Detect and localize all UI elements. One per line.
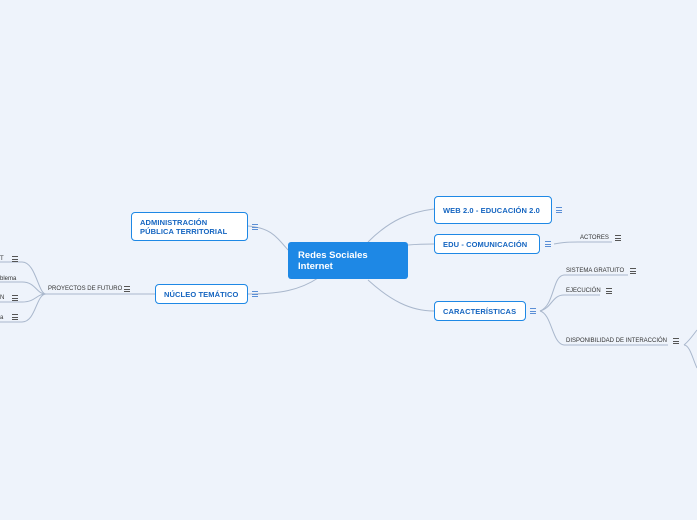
leaf-sistema[interactable]: SISTEMA GRATUITO: [566, 268, 625, 274]
menu-icon[interactable]: [252, 224, 258, 230]
menu-icon[interactable]: [12, 295, 18, 301]
leaf-disponibilidad[interactable]: DISPONIBILIDAD DE INTERACCIÓN: [566, 338, 668, 344]
connector-root-educom: [407, 243, 435, 246]
connector-disponibilidad-out: [683, 344, 697, 369]
menu-icon[interactable]: [252, 291, 258, 297]
menu-icon[interactable]: [615, 235, 621, 241]
connector-root-web20: [367, 208, 435, 243]
menu-icon[interactable]: [12, 314, 18, 320]
connector-root-nucleo: [247, 277, 319, 295]
branch-nucleo-label: NÚCLEO TEMÁTICO: [164, 289, 239, 299]
leaf-ejecucion[interactable]: EJECUCIÓN: [566, 288, 601, 294]
connector-disponibilidad-out-up: [683, 329, 697, 346]
branch-educom-label: EDU - COMUNICACIÓN: [443, 239, 528, 249]
connector-car-ejecucion: [539, 294, 600, 312]
menu-icon[interactable]: [606, 288, 612, 294]
root-label: Redes Sociales Internet: [298, 249, 368, 272]
branch-admin-label: ADMINISTRACIÓN PÚBLICA TERRITORIAL: [140, 217, 228, 236]
menu-icon[interactable]: [545, 241, 551, 247]
branch-caracteristicas-label: CARACTERÍSTICAS: [443, 306, 517, 316]
leaf-cut-a[interactable]: a: [0, 315, 4, 321]
menu-icon[interactable]: [12, 256, 18, 262]
branch-educom[interactable]: EDU - COMUNICACIÓN: [434, 234, 540, 254]
leaf-cut-blema[interactable]: blema: [0, 276, 17, 282]
menu-icon[interactable]: [673, 338, 679, 344]
leaf-proyectos[interactable]: PROYECTOS DE FUTURO: [48, 286, 123, 292]
root-node[interactable]: Redes Sociales Internet: [288, 242, 408, 279]
connector-educom-actores: [553, 241, 612, 245]
leaf-cut-n[interactable]: N: [0, 295, 5, 301]
connector-root-caracteristicas: [367, 279, 435, 312]
branch-web20[interactable]: WEB 2.0 - EDUCACIÓN 2.0: [434, 196, 552, 224]
menu-icon[interactable]: [530, 308, 536, 314]
branch-web20-label: WEB 2.0 - EDUCACIÓN 2.0: [443, 205, 540, 215]
connector-car-sistema: [539, 274, 628, 312]
connector-proyectos-leaves: [0, 261, 47, 323]
menu-icon[interactable]: [556, 207, 562, 213]
leaf-cut-t[interactable]: T: [0, 256, 4, 262]
branch-caracteristicas[interactable]: CARACTERÍSTICAS: [434, 301, 526, 321]
branch-nucleo[interactable]: NÚCLEO TEMÁTICO: [155, 284, 248, 304]
menu-icon[interactable]: [630, 268, 636, 274]
menu-icon[interactable]: [124, 286, 130, 292]
connector-car-disponibilidad: [539, 310, 668, 346]
branch-admin[interactable]: ADMINISTRACIÓN PÚBLICA TERRITORIAL: [131, 212, 248, 241]
leaf-actores[interactable]: ACTORES: [580, 235, 609, 241]
